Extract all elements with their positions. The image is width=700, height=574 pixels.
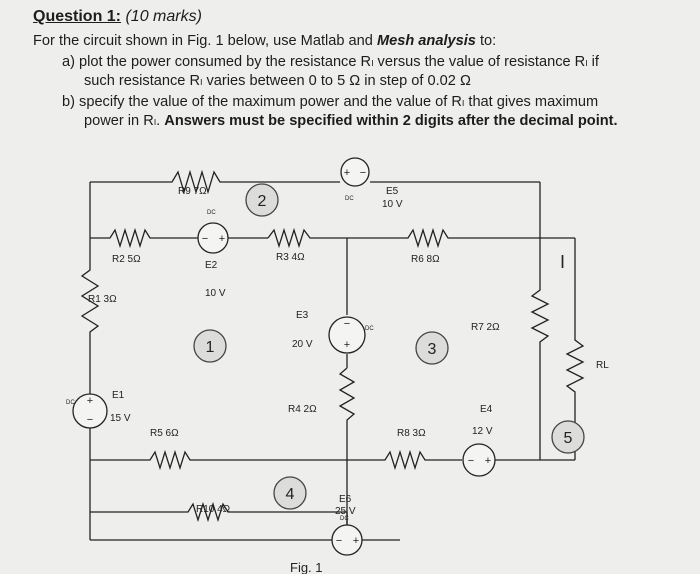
e5-plus: + [344, 167, 350, 179]
mesh-markers [193, 183, 585, 510]
e2-minus: − [202, 233, 208, 245]
e5-value: 10 V [382, 199, 403, 210]
mesh-4-label: 4 [286, 486, 295, 503]
r8-label: R8 3Ω [397, 428, 426, 439]
mesh-2-marker [245, 183, 279, 217]
mesh-3-label: 3 [428, 341, 437, 358]
mesh-labels: 1 2 3 4 5 [206, 193, 573, 503]
r7-label: R7 2Ω [471, 322, 500, 333]
e1-dc: DC [66, 400, 75, 406]
r6-label: R6 8Ω [411, 254, 440, 265]
mesh-5-label: 5 [564, 430, 573, 447]
r1-label: R1 3Ω [88, 294, 117, 305]
r3-label: R3 4Ω [276, 252, 305, 263]
e6-source [331, 524, 363, 556]
e1-source [72, 393, 108, 429]
question-label: Question 1: [33, 8, 122, 25]
e6-dc: DC [340, 516, 349, 522]
circuit-diagram: 1 2 3 4 5 + − − + − + + − − + − + DC DC … [66, 157, 609, 574]
e2-source [197, 222, 229, 254]
part-a-line2: such resistance Rₗ varies between 0 to 5… [84, 73, 471, 89]
r9-label: R9 7Ω [178, 186, 207, 197]
mesh-2-label: 2 [258, 193, 267, 210]
current-indicator: I [560, 252, 565, 272]
mesh-4-marker [273, 476, 307, 510]
e1-value: 15 V [110, 413, 131, 424]
e6-value: 25 V [335, 506, 356, 517]
part-a-line1: a) plot the power consumed by the resist… [62, 54, 599, 70]
e3-minus: − [344, 318, 350, 330]
e2-value: 10 V [205, 288, 226, 299]
mesh-1-label: 1 [206, 339, 215, 356]
mesh-3-marker [415, 331, 449, 365]
e5-minus: − [360, 167, 366, 179]
e2-label: E2 [205, 260, 218, 271]
e1-label: E1 [112, 390, 125, 401]
r10-label: R10 4Ω [196, 504, 231, 515]
r4-label: R4 2Ω [288, 404, 317, 415]
e1-minus: − [87, 414, 93, 426]
figure-caption: Fig. 1 [290, 560, 323, 574]
part-b-text: power in Rₗ. [84, 113, 165, 129]
e3-plus: + [344, 339, 350, 351]
e3-value: 20 V [292, 339, 313, 350]
r5-label: R5 6Ω [150, 428, 179, 439]
intro-method: Mesh analysis [376, 33, 476, 49]
e4-plus: + [485, 455, 491, 467]
e6-plus: + [353, 535, 359, 547]
part-b-requirement: Answers must be specified within 2 digit… [164, 113, 618, 129]
voltage-sources [72, 157, 496, 556]
question-marks: (10 marks) [125, 8, 202, 25]
question-intro: For the circuit shown in Fig. 1 below, u… [33, 33, 496, 49]
component-labels: R9 7Ω E5 10 V R2 5Ω E2 10 V R3 4Ω R6 8Ω … [88, 186, 609, 517]
rl-label: RL [596, 360, 609, 371]
e3-label: E3 [296, 310, 309, 321]
intro-post: to: [475, 33, 497, 49]
e4-minus: − [468, 455, 474, 467]
e5-dc: DC [345, 196, 354, 202]
polarity-signs: + − − + − + + − − + − + [87, 167, 491, 547]
part-b-line2: power in Rₗ. Answers must be specified w… [84, 112, 618, 129]
e2-dc: DC [207, 210, 216, 216]
e3-source [328, 316, 366, 354]
e6-minus: − [336, 535, 342, 547]
e4-source [462, 443, 496, 477]
mesh-1-marker [193, 329, 227, 363]
e5-label: E5 [386, 186, 399, 197]
e4-value: 12 V [472, 426, 493, 437]
e6-label: E6 [339, 494, 352, 505]
r2-label: R2 5Ω [112, 254, 141, 265]
part-b-line1: b) specify the value of the maximum powe… [62, 94, 599, 110]
e1-plus: + [87, 395, 93, 407]
e4-label: E4 [480, 404, 493, 415]
dc-tags: DC DC DC DC DC [66, 196, 374, 522]
question-heading: Question 1: (10 marks) [33, 8, 202, 26]
intro-text: For the circuit shown in Fig. 1 below, u… [33, 33, 377, 49]
e5-source [340, 157, 370, 187]
e2-plus: + [219, 233, 225, 245]
e3-dc: DC [365, 326, 374, 332]
circuit-wires [80, 169, 585, 555]
mesh-5-marker [551, 420, 585, 454]
